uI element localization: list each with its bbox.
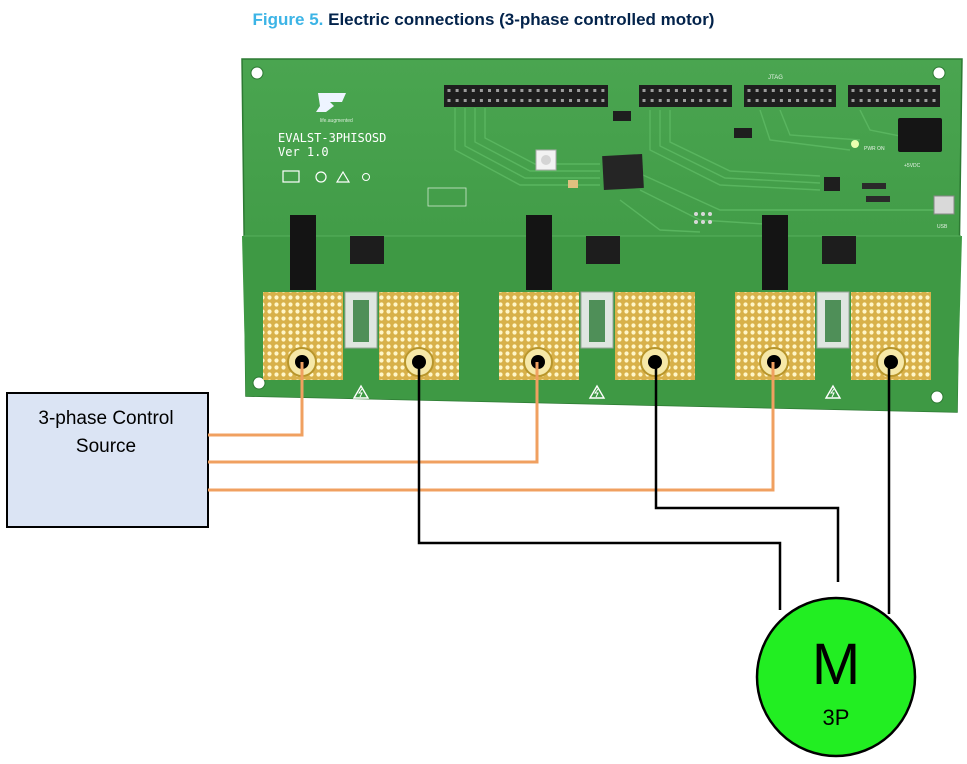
control-wire-3 (208, 362, 775, 492)
mounting-hole (250, 66, 264, 80)
control-source-line1: 3-phase Control (38, 408, 173, 429)
svg-text:life.augmented: life.augmented (320, 118, 353, 124)
jtag-label: JTAG (768, 75, 783, 81)
jumper (613, 111, 631, 121)
pin-header-jtag (744, 85, 836, 107)
motor-wire-1 (417, 362, 782, 610)
control-source-line2: Source (76, 436, 136, 457)
control-wire-2 (208, 362, 539, 464)
pin-header-2 (639, 85, 732, 107)
diode (866, 196, 890, 202)
jumper (734, 128, 752, 138)
mounting-hole (930, 390, 944, 404)
marking-icon (362, 173, 370, 181)
pwr-label: PWR ON (864, 146, 885, 152)
microcontroller (602, 153, 644, 191)
figure-title: Electric connections (3-phase controlled… (328, 10, 715, 29)
chip (824, 177, 840, 191)
marking-icon (282, 170, 300, 183)
marking-icon (315, 171, 327, 183)
power-led (851, 140, 859, 148)
marking-icon (335, 170, 351, 183)
motor-label: 3P (823, 705, 850, 730)
diode (862, 183, 886, 189)
pin-header-1 (444, 85, 608, 107)
usb-connector (933, 195, 955, 215)
motor: M 3P (755, 596, 917, 758)
control-wire-1 (208, 362, 304, 437)
dc-label: +5VDC (904, 163, 921, 169)
pin-header-4 (848, 85, 940, 107)
control-source-box: 3-phase Control Source (6, 392, 209, 528)
board-version: Ver 1.0 (278, 145, 329, 159)
motor-wires (417, 362, 891, 614)
st-logo: life.augmented (316, 93, 353, 124)
motor-letter: M (812, 632, 860, 697)
figure-number: Figure 5. (252, 10, 324, 29)
figure-caption: Figure 5. Electric connections (3-phase … (0, 10, 967, 30)
mounting-hole (252, 376, 266, 390)
board-name: EVALST-3PHISOSD (278, 131, 386, 145)
motor-wire-2 (654, 362, 840, 582)
power-stage-3 (735, 215, 931, 399)
dc-jack (898, 118, 942, 152)
info-label (427, 187, 467, 207)
control-wires (208, 362, 775, 492)
evaluation-board: life.augmented EVALST-3PHISOSD Ver 1.0 J… (241, 58, 963, 413)
usb-label: USB (937, 224, 948, 230)
mounting-hole (932, 66, 946, 80)
